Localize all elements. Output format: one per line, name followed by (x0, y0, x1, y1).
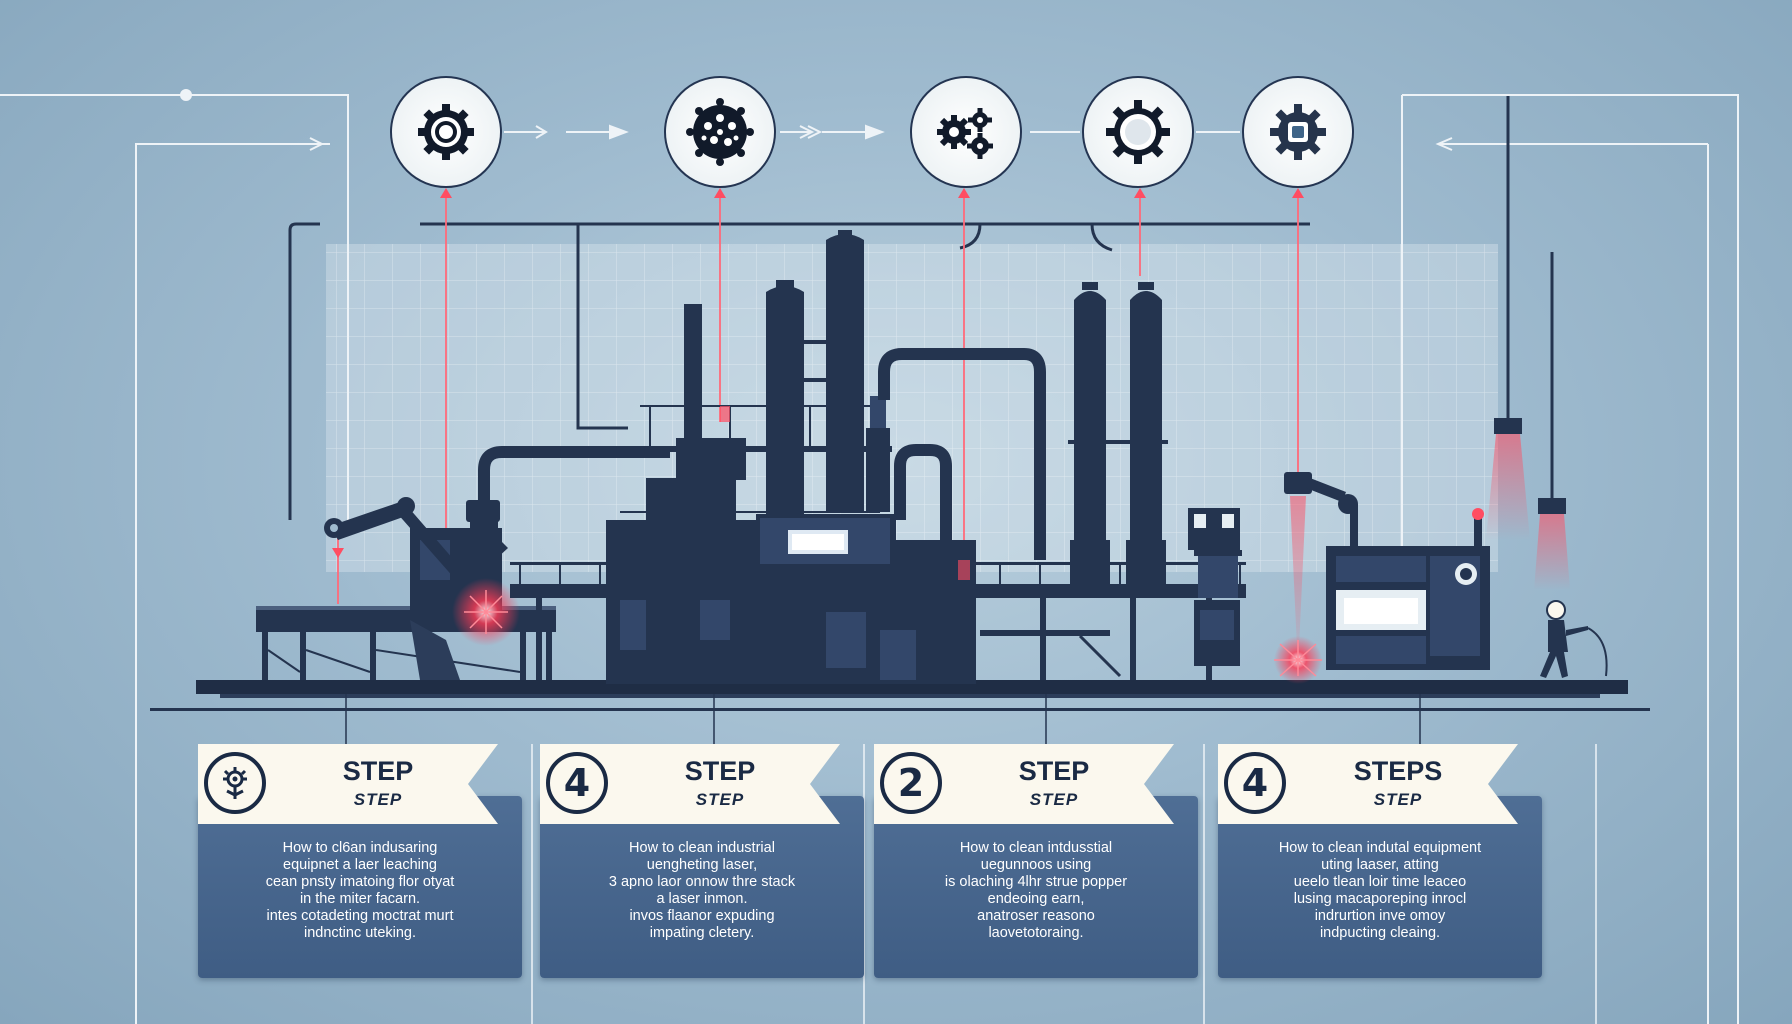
step-line: anatroser reasono (977, 908, 1095, 924)
step-line: impating cletery. (649, 925, 755, 941)
step-card-3: 2 STEP STEP How to clean intdusstial ueg… (874, 744, 1198, 978)
step-badge-number: 4 (563, 761, 591, 805)
gear-ring-icon (418, 104, 474, 160)
process-icon-4 (1082, 76, 1194, 188)
step-badge-number: 2 (897, 761, 925, 805)
step-line: indnctinc uteking. (303, 925, 417, 941)
step-title: STEP (1018, 756, 1090, 786)
step-line: How to cl6an indusaring (282, 840, 438, 856)
step-title: STEP (684, 756, 756, 786)
step-line: 3 apno laor onnow thre stack (608, 874, 796, 890)
step-card-panel (198, 796, 522, 978)
step-card-1: STEP STEP How to cl6an indusaring equipn… (198, 744, 522, 978)
step-line: indpucting cleaing. (1319, 925, 1441, 941)
step-line: ueelo tlean loir time leaceo (1293, 874, 1467, 890)
step-line: intes cotadeting moctrat murt (266, 908, 454, 924)
step-line: a laser inmon. (656, 891, 748, 907)
twin-gears-icon (937, 108, 993, 159)
dotted-sphere-icon (686, 98, 754, 166)
right-laser-beam (1290, 496, 1306, 670)
process-icon-2 (664, 76, 776, 188)
step-badge: 2 (880, 752, 942, 814)
step-description: How to clean indutal equipment uting laa… (1236, 840, 1524, 942)
step-line: indrurtion inve omoy (1314, 908, 1446, 924)
step-description: How to clean industrial uengheting laser… (558, 840, 846, 942)
step-line: is olaching 4lhr strue popper (944, 874, 1128, 890)
step-line: How to clean indutal equipment (1278, 840, 1482, 856)
process-icon-3 (910, 76, 1022, 188)
step-badge: 4 (1224, 752, 1286, 814)
step-line: in the miter facarn. (299, 891, 421, 907)
step-line: cean pnsty imatoing flor otyat (265, 874, 455, 890)
step-line: uegunnoos using (980, 857, 1092, 873)
sun-gear-icon (1106, 100, 1170, 164)
step-line: invos flaanor expuding (629, 908, 775, 924)
worker-figure (1540, 600, 1608, 678)
step-subtitle: STEP (1373, 790, 1423, 809)
step-description: How to cl6an indusaring equipnet a laer … (216, 840, 504, 942)
icon-connector-arrows (504, 124, 1240, 140)
step-line: uting laaser, atting (1321, 857, 1439, 873)
step-subtitle: STEP (353, 790, 403, 809)
control-unit (1188, 508, 1242, 666)
step-subtitle: STEP (1029, 790, 1079, 809)
step-line: How to clean intdusstial (959, 840, 1113, 856)
step-title: STEPS (1353, 756, 1443, 786)
step-title: STEP (342, 756, 414, 786)
step-line: equipnet a laer leaching (283, 857, 437, 873)
step-line: lusing macaporeping inrocl (1293, 891, 1467, 907)
hanging-emitters (1494, 96, 1566, 514)
step-card-2: 4 STEP STEP How to clean industrial ueng… (540, 744, 864, 978)
square-gear-icon (1270, 104, 1326, 160)
step-line: How to clean industrial (629, 840, 775, 856)
step-badge: 4 (546, 752, 608, 814)
step-badge-number: 4 (1241, 761, 1269, 805)
ground-base (196, 680, 1628, 694)
step-card-4: 4 STEPS STEP How to clean indutal equipm… (1218, 744, 1542, 978)
right-robot-cell (1284, 472, 1490, 670)
step-line: laovetotoraing. (988, 925, 1084, 941)
step-card-panel (1218, 796, 1542, 978)
top-pipes (288, 222, 1310, 520)
process-icon-1 (390, 76, 502, 188)
right-flow-lines (1401, 94, 1739, 1024)
process-icon-5 (1242, 76, 1354, 188)
step-subtitle: STEP (695, 790, 745, 809)
card-connectors (345, 694, 1421, 744)
step-line: uengheting laser, (646, 857, 758, 873)
tall-chimneys (1068, 282, 1168, 584)
flower-gear-icon (223, 767, 247, 799)
card-divider-lines (531, 744, 1597, 1024)
step-card-panel (540, 796, 864, 978)
step-line: endeoing earn, (987, 891, 1085, 907)
step-badge (204, 752, 266, 814)
step-card-panel (874, 796, 1198, 978)
step-description: How to clean intdusstial uegunnoos using… (892, 840, 1180, 942)
left-flow-lines (0, 89, 349, 1024)
